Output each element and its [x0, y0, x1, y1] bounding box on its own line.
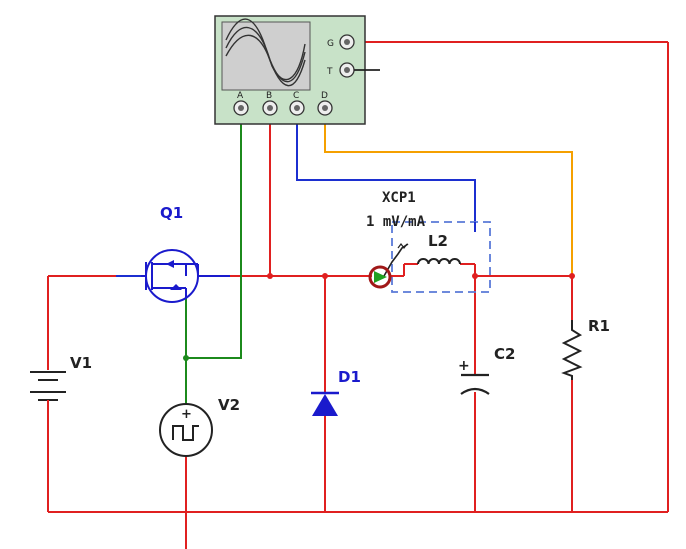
- q1-mosfet[interactable]: [141, 249, 230, 303]
- scope-terminal-g[interactable]: G: [327, 34, 355, 50]
- v1-label: V1: [70, 354, 92, 372]
- svg-text:G: G: [327, 39, 334, 49]
- l2-label: L2: [428, 232, 448, 250]
- svg-text:C: C: [293, 91, 299, 101]
- r1-label: R1: [588, 317, 610, 335]
- current-probe-xcp1[interactable]: [368, 221, 491, 293]
- scope-terminal-c[interactable]: C: [289, 91, 305, 116]
- r1-resistor[interactable]: [561, 320, 583, 380]
- scope-terminal-a[interactable]: A: [233, 91, 249, 116]
- signal-wires: [116, 112, 573, 404]
- svg-text:T: T: [326, 67, 333, 77]
- svg-text:+: +: [458, 358, 470, 374]
- c2-label: C2: [494, 345, 515, 363]
- v1-battery[interactable]: [30, 371, 66, 410]
- power-wires: [47, 41, 669, 549]
- probe-name: XCP1: [382, 190, 416, 206]
- q1-label: Q1: [160, 204, 183, 222]
- l2-inductor[interactable]: [417, 258, 461, 265]
- v2-pulse-source[interactable]: +: [159, 403, 213, 457]
- junction-dots: [183, 273, 575, 361]
- svg-text:B: B: [266, 91, 272, 101]
- probe-dashed-box: [391, 221, 491, 293]
- svg-text:A: A: [237, 91, 244, 101]
- scope-terminal-t[interactable]: T: [326, 62, 355, 78]
- scope-screen: [221, 21, 311, 91]
- scope-waveforms: [225, 18, 306, 87]
- scope-terminal-d[interactable]: D: [317, 91, 333, 116]
- oscilloscope[interactable]: A B C D G T: [214, 15, 380, 125]
- probe-ratio: 1 mV/mA: [366, 214, 426, 230]
- svg-text:D: D: [321, 91, 328, 101]
- v2-label: V2: [218, 396, 240, 414]
- d1-diode[interactable]: [311, 391, 339, 416]
- svg-text:+: +: [181, 407, 192, 422]
- probe-ring[interactable]: [368, 265, 392, 289]
- scope-terminal-b[interactable]: B: [262, 91, 278, 116]
- c2-capacitor[interactable]: +: [458, 358, 490, 395]
- d1-label: D1: [338, 368, 361, 386]
